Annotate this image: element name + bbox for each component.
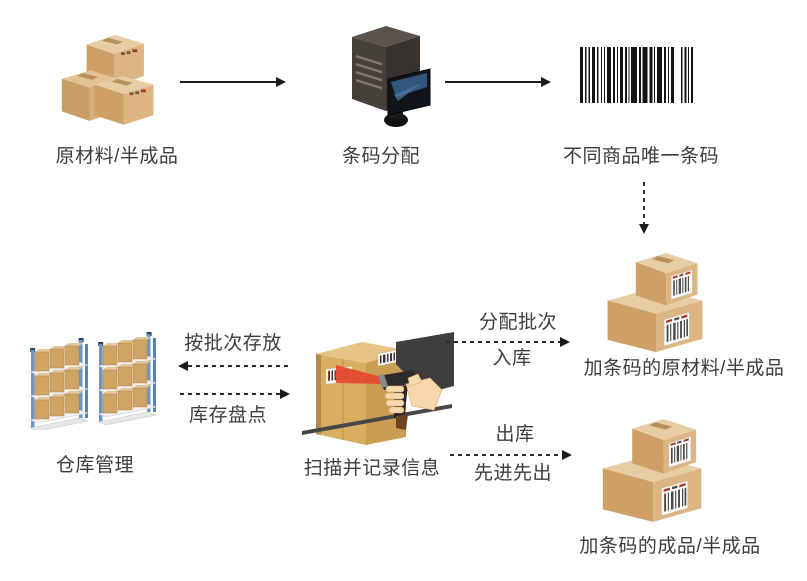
- arrow-barcode-to-barcoded-raw: [643, 182, 645, 232]
- arrow-assign-to-barcode: [445, 81, 549, 83]
- label-fifo: 先进先出: [473, 463, 553, 484]
- barcoded-box-stack-icon: [598, 250, 708, 354]
- label-barcode-assign: 条码分配: [341, 146, 421, 167]
- cardboard-box-stack-icon: [58, 26, 163, 128]
- label-store-by-batch: 按批次存放: [184, 333, 282, 354]
- arrow-scan-to-barcoded-raw: [446, 341, 568, 343]
- arrow-warehouse-to-scan: [180, 393, 288, 395]
- warehouse-shelves-icon: [30, 330, 158, 430]
- label-assign-batch: 分配批次: [478, 312, 558, 333]
- label-barcoded-finished: 加条码的成品/半成品: [579, 536, 761, 557]
- label-inbound: 入库: [492, 348, 532, 369]
- label-scan-record: 扫描并记录信息: [303, 458, 441, 479]
- arrow-scan-to-barcoded-finished: [450, 454, 570, 456]
- label-inventory-check: 库存盘点: [188, 405, 268, 426]
- label-outbound: 出库: [495, 424, 535, 445]
- barcode-icon: [578, 47, 695, 103]
- label-warehouse: 仓库管理: [55, 455, 135, 476]
- server-with-monitor-icon: [336, 20, 436, 134]
- arrow-raw-to-assign: [180, 81, 284, 83]
- label-barcoded-raw: 加条码的原材料/半成品: [583, 358, 785, 379]
- barcoded-box-stack-icon: [595, 416, 705, 524]
- arrow-scan-to-warehouse: [180, 365, 290, 367]
- label-raw-materials: 原材料/半成品: [55, 146, 179, 167]
- barcode-scanner-hand-icon: [302, 328, 454, 456]
- label-unique-barcode: 不同商品唯一条码: [562, 146, 720, 167]
